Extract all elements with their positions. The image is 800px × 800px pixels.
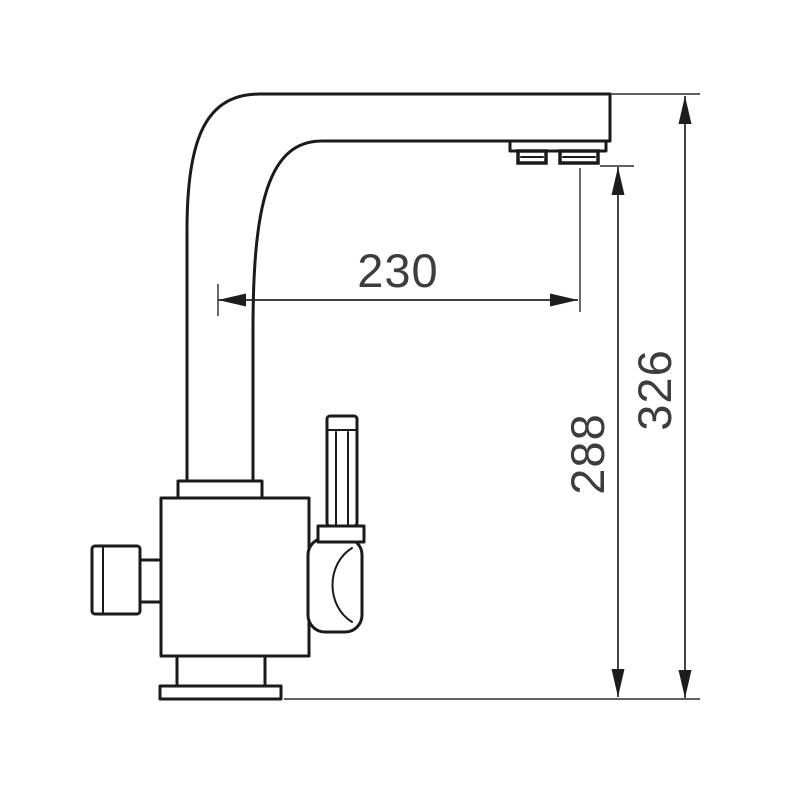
handle-mount (306, 536, 364, 634)
handle-lever (325, 414, 359, 528)
dimension-overall-height: 326 (628, 96, 692, 698)
arrowhead-288-bottom (611, 669, 625, 697)
base-flange (158, 684, 283, 701)
spout-outlet-housing (508, 139, 608, 153)
arrowhead-288-top (611, 167, 625, 195)
dimension-outlet-height: 288 (561, 167, 625, 697)
dimension-label-288: 288 (561, 413, 614, 494)
valve-body (159, 496, 311, 658)
dimension-spout-reach: 230 (218, 244, 578, 307)
arrowhead-326-top (678, 96, 692, 124)
arrowhead-326-bottom (678, 670, 692, 698)
riser-collar (176, 479, 264, 500)
side-knob (90, 544, 142, 616)
dimension-label-230: 230 (357, 244, 438, 297)
dimension-label-326: 326 (628, 349, 681, 430)
arrowhead-230-left (218, 293, 246, 307)
arrowhead-230-right (550, 293, 578, 307)
handle-mount-arc (331, 547, 353, 623)
handle-collar (316, 524, 366, 544)
faucet-outline (90, 92, 612, 701)
extension-lines (217, 93, 700, 700)
body-stem (175, 654, 267, 688)
spout-pipe (185, 92, 612, 483)
